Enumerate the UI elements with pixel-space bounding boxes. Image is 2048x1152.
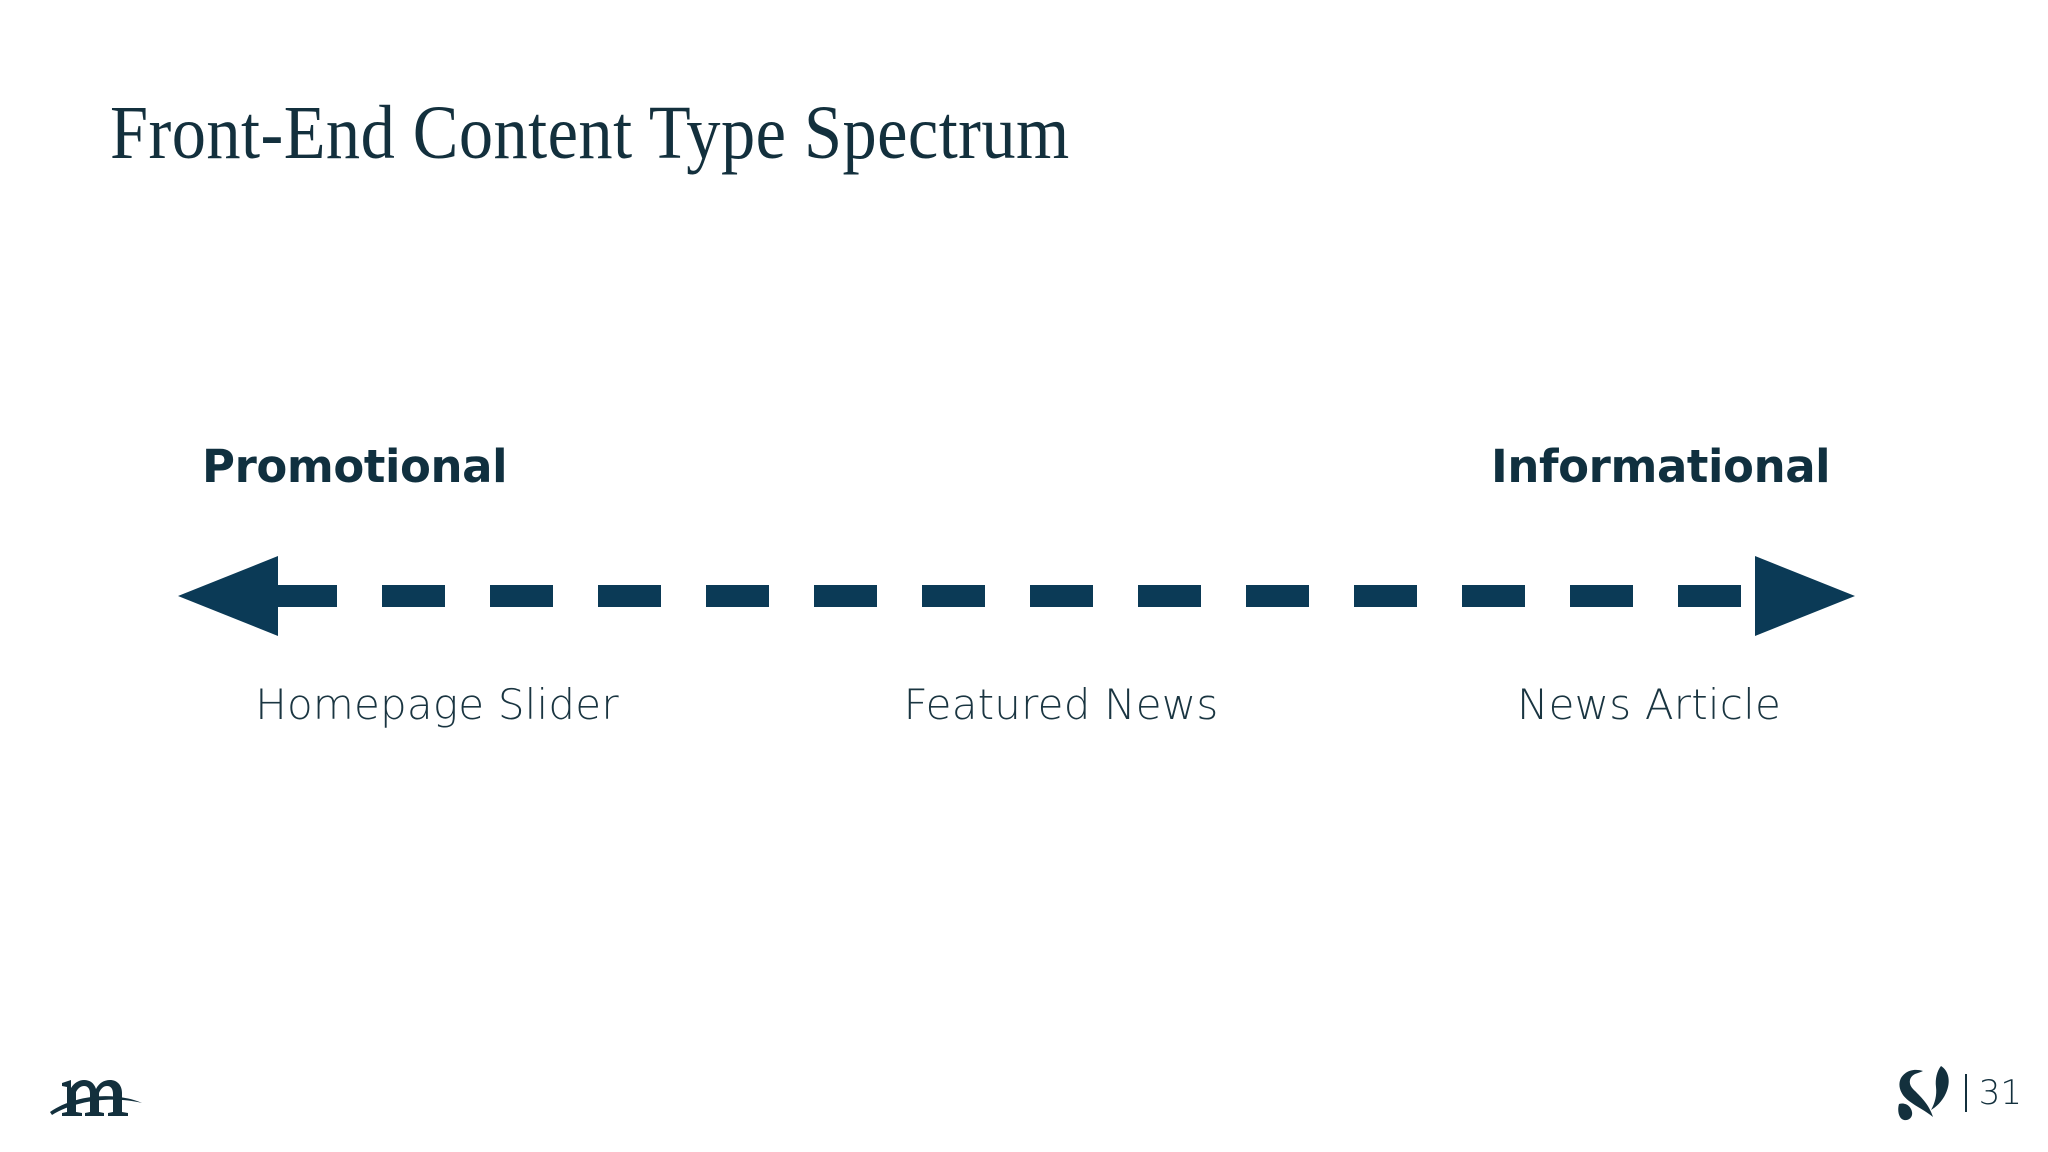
page-separator — [1964, 1074, 1967, 1112]
double-arrow-icon — [178, 556, 1855, 636]
spectrum-axis — [178, 556, 1855, 636]
spectrum-stop-label: News Article — [1517, 680, 1781, 729]
brand-logo — [48, 1062, 144, 1124]
spectrum-stop-label: Featured News — [903, 680, 1219, 729]
footer-right-group: 31 — [1895, 1058, 2022, 1128]
spectrum-pole-label-left: Promotional — [202, 440, 508, 493]
spectrum-pole-label-right: Informational — [1491, 440, 1831, 493]
spectrum-stop-label: Homepage Slider — [255, 680, 619, 729]
m-bridge-logo-icon — [50, 1080, 142, 1116]
s-swirl-logo-icon — [1897, 1066, 1949, 1121]
page-number: 31 — [1978, 1073, 2022, 1113]
page-title: Front-End Content Type Spectrum — [110, 91, 1070, 175]
